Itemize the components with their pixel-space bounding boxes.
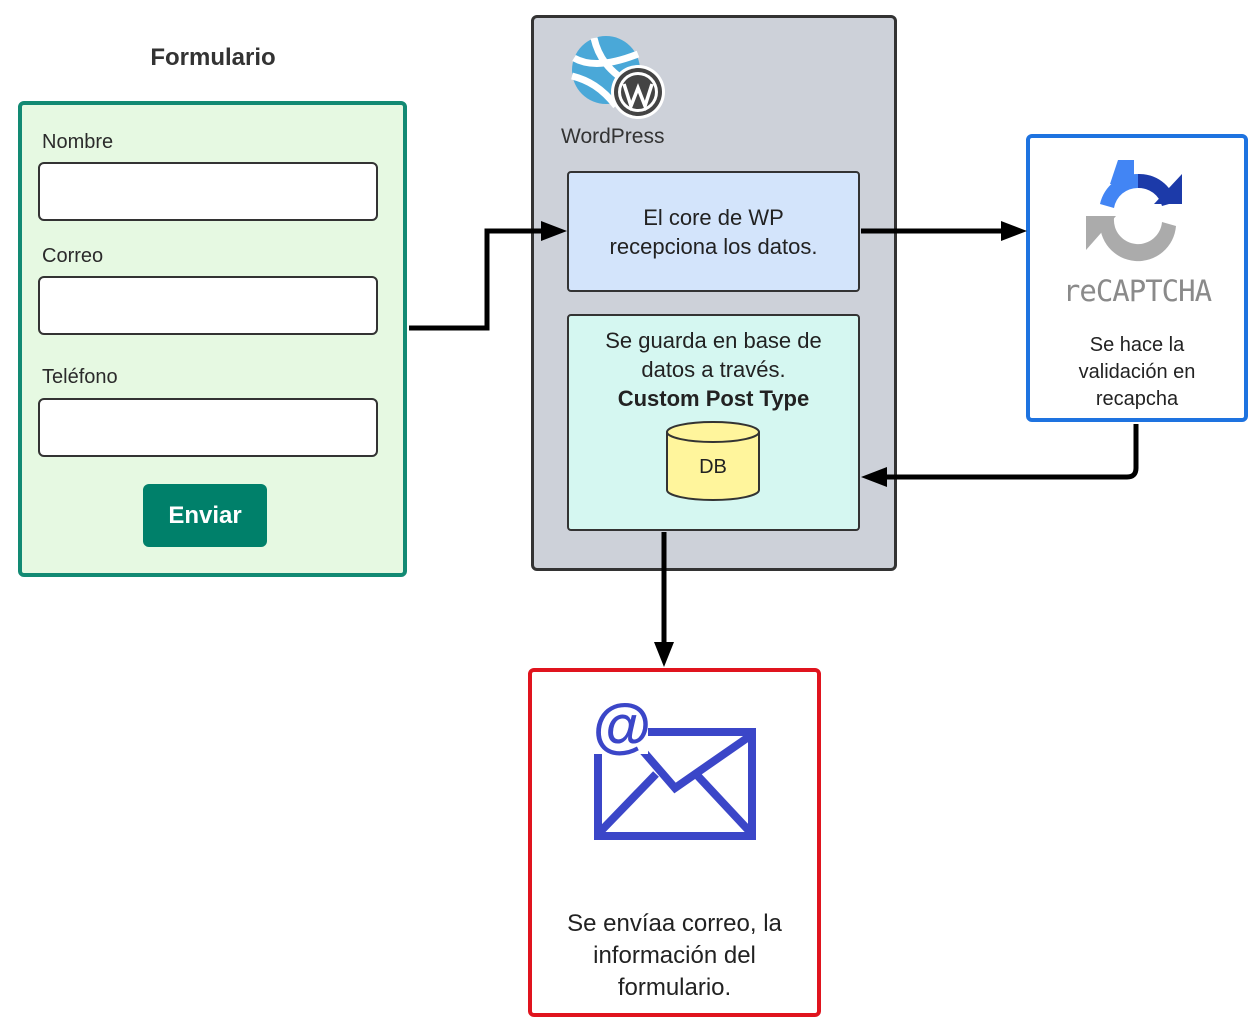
email-panel: @ Se envíaa correo, la información del f… — [528, 668, 821, 1017]
wordpress-label: WordPress — [561, 125, 665, 148]
recaptcha-icon — [1086, 160, 1182, 262]
db-description: Se guarda en base de datos a través. Cus… — [569, 326, 858, 413]
recaptcha-wordmark: reCAPTCHA — [1062, 274, 1212, 308]
email-text-line: Se envíaa correo, la — [567, 910, 782, 937]
svg-text:@: @ — [593, 696, 652, 759]
recaptcha-description: Se hace la validación en recapcha — [1030, 332, 1244, 413]
correo-input[interactable] — [38, 276, 378, 335]
db-box: Se guarda en base de datos a través. Cus… — [567, 314, 860, 531]
core-text-line: El core de WP — [643, 204, 784, 230]
field-label-nombre: Nombre — [42, 131, 114, 153]
email-description: Se envíaa correo, la información del for… — [532, 908, 817, 1004]
enviar-button[interactable]: Enviar — [143, 484, 267, 547]
db-text-bold: Custom Post Type — [617, 386, 810, 411]
telefono-input[interactable] — [38, 398, 378, 457]
email-icon: @ — [592, 696, 756, 840]
email-text-line: formulario. — [617, 974, 732, 1001]
database-icon — [666, 421, 760, 501]
wordpress-globe-icon — [571, 36, 665, 119]
recaptcha-text-line: recapcha — [1095, 388, 1179, 410]
wp-core-box: El core de WP recepciona los datos. — [567, 171, 860, 292]
field-label-correo: Correo — [42, 245, 104, 267]
field-label-telefono: Teléfono — [42, 366, 118, 388]
arrow-recaptcha-to-db — [861, 424, 1139, 487]
core-text-line: recepciona los datos. — [609, 233, 818, 259]
email-text-line: información del — [593, 942, 756, 969]
nombre-input[interactable] — [38, 162, 378, 221]
form-title: Formulario — [150, 44, 276, 71]
recaptcha-panel: reCAPTCHA Se hace la validación en recap… — [1026, 134, 1248, 422]
db-label: DB — [699, 456, 727, 478]
db-text-line: datos a través. — [641, 357, 786, 382]
recaptcha-text-line: Se hace la — [1089, 334, 1185, 356]
form-panel: Nombre Correo Teléfono Enviar — [18, 101, 407, 577]
db-text-line: Se guarda en base de — [605, 328, 822, 353]
recaptcha-text-line: validación en — [1078, 361, 1196, 383]
